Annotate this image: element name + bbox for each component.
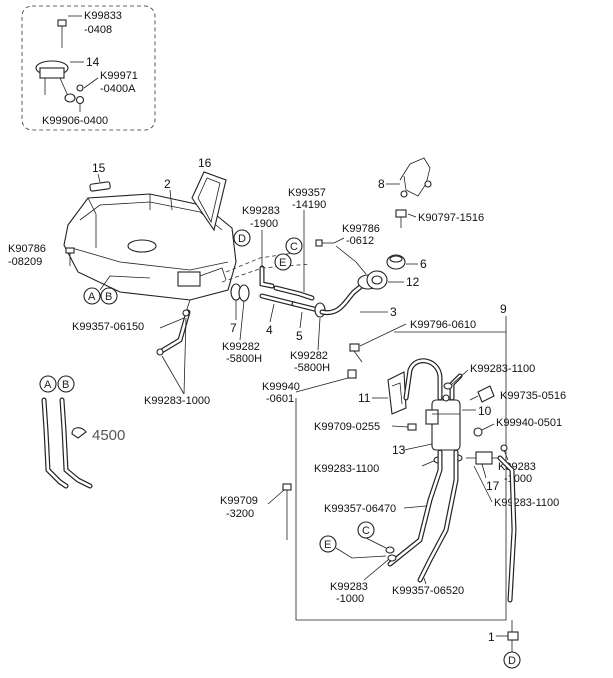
label-10: 10 bbox=[478, 404, 492, 418]
label-16: 16 bbox=[198, 156, 212, 170]
label-k99940-0501: K99940-0501 bbox=[496, 417, 562, 429]
callout-b-tank bbox=[100, 287, 118, 305]
fuel-tank bbox=[63, 193, 237, 301]
callout-d-upper bbox=[233, 229, 251, 247]
svg-text:D: D bbox=[508, 655, 516, 667]
fitting-1 bbox=[507, 631, 519, 641]
label-8: 8 bbox=[378, 177, 385, 191]
nut-k99940 bbox=[347, 369, 357, 379]
svg-text:B: B bbox=[105, 291, 112, 303]
svg-text:D: D bbox=[238, 233, 246, 245]
bolt-k90797 bbox=[395, 209, 407, 228]
svg-text:E: E bbox=[279, 257, 286, 269]
inset-label-14: 14 bbox=[86, 55, 100, 69]
svg-text:C: C bbox=[290, 241, 298, 253]
protector-pad-16 bbox=[191, 171, 227, 232]
svg-text:A: A bbox=[44, 379, 52, 391]
label-2: 2 bbox=[164, 177, 171, 191]
inset-label-0400a: -0400A bbox=[100, 83, 136, 95]
label-k99283-1900: K99283 bbox=[242, 205, 280, 217]
inset-label-k99906: K99906-0400 bbox=[42, 115, 108, 127]
callout-a-tank bbox=[83, 287, 101, 305]
bolt-k99796 bbox=[349, 343, 363, 363]
callout-e-upper bbox=[274, 253, 292, 271]
label-k99283-1000-c: K99283 bbox=[330, 581, 368, 593]
label-k90786: K90786 bbox=[8, 243, 46, 255]
label-1000-b: -1000 bbox=[504, 473, 532, 485]
label-4500: 4500 bbox=[92, 427, 125, 444]
label-k99357-06150: K99357-06150 bbox=[72, 321, 144, 333]
label-13: 13 bbox=[392, 443, 406, 457]
label-3200: -3200 bbox=[226, 508, 254, 520]
label-5800h-a: -5800H bbox=[226, 353, 262, 365]
bolt-k99709-0255 bbox=[407, 423, 417, 431]
label-3: 3 bbox=[390, 305, 397, 319]
nut-k99940-0501 bbox=[473, 427, 483, 437]
label-9: 9 bbox=[500, 302, 507, 316]
label-k99357-06470: K99357-06470 bbox=[324, 503, 396, 515]
label-k99283-1100-c: K99283-1100 bbox=[494, 497, 559, 509]
label-11: 11 bbox=[358, 391, 371, 405]
hose-k99357-06470 bbox=[387, 449, 443, 567]
inset-label-k99971: K99971 bbox=[100, 70, 138, 82]
label-k99709: K99709 bbox=[220, 495, 258, 507]
tank-strap-15 bbox=[89, 181, 111, 192]
callout-a-detail bbox=[39, 375, 57, 393]
label-5800h-b: -5800H bbox=[294, 362, 330, 374]
label-5: 5 bbox=[296, 329, 303, 343]
filler-hose-5 bbox=[291, 301, 321, 313]
label-k99357: K99357 bbox=[288, 187, 326, 199]
label-k99796: K99796-0610 bbox=[410, 319, 476, 331]
label-k99940: K99940 bbox=[262, 381, 300, 393]
charcoal-canister-10 bbox=[425, 394, 461, 451]
label-1: 1 bbox=[488, 630, 495, 644]
label-0601: -0601 bbox=[266, 393, 294, 405]
svg-text:B: B bbox=[62, 379, 69, 391]
bolt-k99735 bbox=[469, 385, 495, 403]
label-k99283-1100-b: K99283-1100 bbox=[314, 463, 379, 475]
label-k99282-b: K99282 bbox=[290, 350, 328, 362]
fuel-sender-assembly bbox=[35, 19, 85, 105]
label-k99282-a: K99282 bbox=[222, 341, 260, 353]
inset-label-k99833: K99833 bbox=[84, 10, 122, 22]
valve-17 bbox=[466, 451, 500, 465]
filler-hose-4 bbox=[259, 293, 297, 307]
label-17: 17 bbox=[486, 479, 500, 493]
label-1000-c: -1000 bbox=[336, 593, 364, 605]
label-14190: -14190 bbox=[292, 199, 326, 211]
svg-text:C: C bbox=[362, 525, 370, 537]
label-15: 15 bbox=[92, 161, 106, 175]
filler-bolt bbox=[315, 239, 334, 247]
svg-text:E: E bbox=[324, 539, 331, 551]
label-08209: -08209 bbox=[8, 256, 42, 268]
label-k99735: K99735-0516 bbox=[500, 390, 566, 402]
label-k99283-1100-a: K99283-1100 bbox=[470, 363, 535, 375]
label-k99709-0255: K99709-0255 bbox=[314, 421, 380, 433]
tank-bolt bbox=[65, 247, 75, 266]
inset-frame bbox=[21, 5, 156, 131]
label-k99357-06520: K99357-06520 bbox=[392, 585, 464, 597]
callout-d-lower bbox=[503, 651, 521, 669]
bracket-11 bbox=[387, 371, 407, 415]
label-1900: -1900 bbox=[250, 218, 278, 230]
label-k99283-1000-a: K99283-1000 bbox=[144, 395, 210, 407]
callout-c-upper bbox=[285, 237, 303, 255]
callout-e-lower bbox=[319, 535, 337, 553]
label-k99786: K99786 bbox=[342, 223, 380, 235]
inset-label-0408: -0408 bbox=[84, 24, 112, 36]
svg-text:A: A bbox=[88, 291, 96, 303]
label-4: 4 bbox=[266, 323, 273, 337]
hose-b-4500 bbox=[59, 397, 93, 489]
label-0612: -0612 bbox=[346, 235, 374, 247]
label-6: 6 bbox=[420, 257, 427, 271]
label-k90797: K90797-1516 bbox=[418, 212, 484, 224]
label-7: 7 bbox=[230, 321, 237, 335]
label-12: 12 bbox=[406, 275, 420, 289]
assembly-frame-9 bbox=[295, 331, 507, 621]
callout-b-detail bbox=[57, 375, 75, 393]
long-bolt-k99709-3200 bbox=[282, 483, 292, 540]
tether-cable-8 bbox=[399, 157, 431, 197]
